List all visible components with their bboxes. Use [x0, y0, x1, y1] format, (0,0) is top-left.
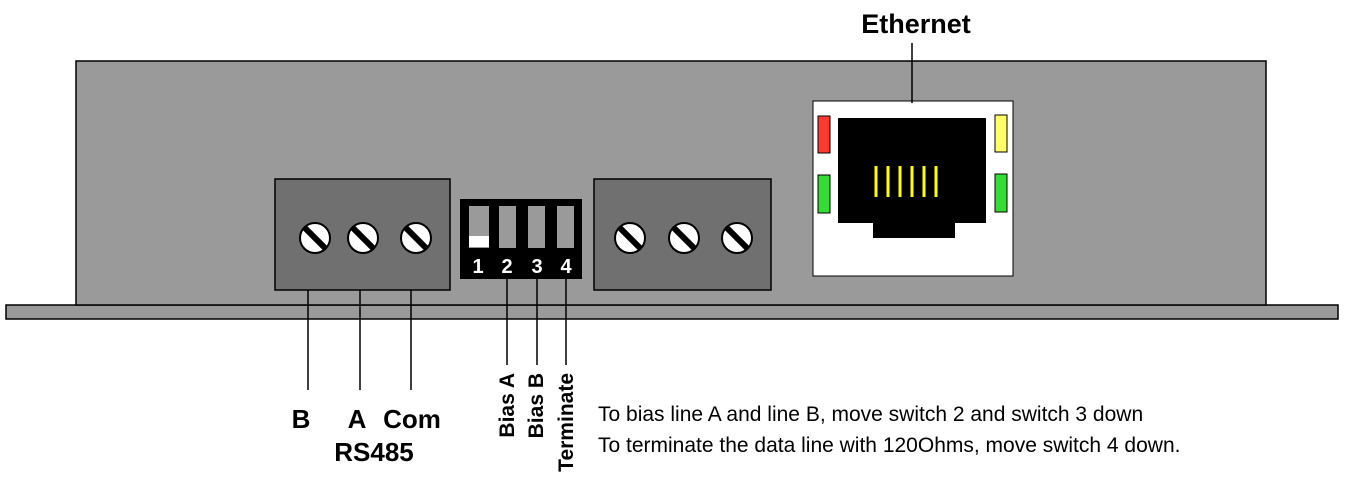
- led-green-icon: [817, 174, 831, 214]
- screw-terminal-icon: [614, 222, 646, 254]
- led-green-icon: [994, 173, 1008, 213]
- terminate-label: Terminate: [555, 373, 578, 472]
- ethernet-label: Ethernet: [861, 9, 971, 39]
- power-terminal-block: [593, 178, 772, 291]
- rs485-label: RS485: [334, 437, 414, 467]
- terminal-b-label: B: [292, 404, 311, 434]
- dip-number-4: 4: [560, 256, 572, 278]
- led-red-icon: [817, 115, 831, 154]
- screw-terminal-a-icon: [347, 222, 379, 254]
- screw-terminal-b-icon: [299, 222, 331, 254]
- dip-slot-4: [557, 206, 574, 248]
- instruction-line-1: To bias line A and line B, move switch 2…: [598, 403, 1143, 426]
- screw-terminal-icon: [668, 222, 700, 254]
- dip-slot-2: [499, 206, 516, 248]
- terminal-com-label: Com: [383, 404, 441, 434]
- bias-a-label: Bias A: [496, 373, 519, 438]
- dip-switch-1-toggle: [469, 236, 489, 247]
- instruction-line-2: To terminate the data line with 120Ohms,…: [598, 434, 1180, 457]
- led-yellow-icon: [994, 114, 1008, 153]
- leader-lines: [307, 43, 913, 390]
- dip-slot-3: [528, 206, 545, 248]
- screw-terminal-com-icon: [400, 222, 432, 254]
- dip-number-3: 3: [531, 256, 542, 278]
- dip-number-2: 2: [501, 256, 512, 278]
- rs485-terminal-block: [274, 178, 451, 291]
- ethernet-port: [812, 100, 1014, 277]
- rj45-pins-icon: [874, 166, 938, 197]
- bias-b-label: Bias B: [525, 373, 548, 438]
- mounting-flange: [5, 304, 1339, 320]
- terminal-a-label: A: [348, 404, 367, 434]
- dip-switch: 1 2 3 4: [460, 199, 582, 279]
- dip-number-1: 1: [472, 256, 483, 278]
- screw-terminal-icon: [721, 222, 753, 254]
